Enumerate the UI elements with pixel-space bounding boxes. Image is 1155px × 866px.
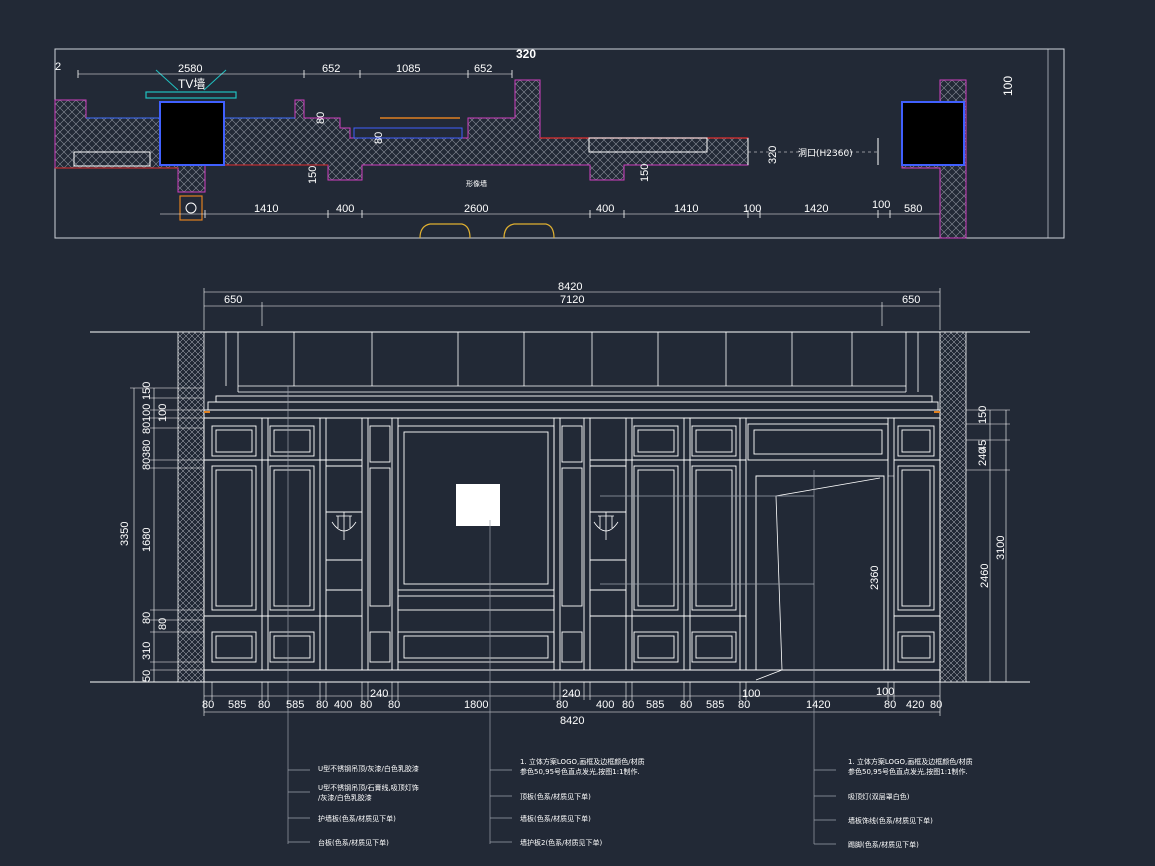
elev-right-dim-1: 150 (977, 406, 989, 424)
elev-top-side-left: 650 (224, 294, 242, 306)
note-col2-3: 顶板(色系/材质见下单) (520, 792, 591, 801)
elev-bottom-5: 80 (316, 699, 328, 711)
plan-column-right (901, 101, 965, 166)
elev-bottom-8: 80 (388, 699, 400, 711)
wall-sconces (331, 512, 619, 540)
note-col3-1: 1. 立体方案LOGO,画框及边框颜色/材质 (848, 757, 973, 766)
elev-bottom-17: 1420 (806, 699, 830, 711)
plan-view (54, 48, 1065, 239)
elev-left-total: 3350 (119, 522, 131, 546)
elevation-view (90, 288, 1030, 845)
note-col2-2: 参色50,95号色直点发光,按图1:1制作. (520, 767, 640, 776)
plan-bottom-dim-3: 2600 (464, 203, 488, 215)
note-col1-5: 台板(色系/材质见下单) (318, 838, 389, 847)
note-col1-3: /灰漆/白色乳胶漆 (318, 793, 372, 802)
plan-bottom-dim-9: 580 (904, 203, 922, 215)
plan-top-dim-1: 2580 (178, 63, 202, 75)
plan-right-big: 100 (1001, 76, 1015, 96)
elev-bottom-14: 80 (680, 699, 692, 711)
elev-bottom-upper-1: 240 (370, 688, 388, 700)
plan-top-dim-3: 1085 (396, 63, 420, 75)
elev-left-dim-5: 380 (141, 440, 153, 458)
plan-center-label: 形像墙 (466, 179, 487, 188)
elev-left-dim-11: 50 (141, 670, 153, 682)
plan-bottom-dim-1: 1410 (254, 203, 278, 215)
elev-bottom-15: 585 (706, 699, 724, 711)
elev-top-mid: 7120 (560, 294, 584, 306)
plan-bottom-dim-2: 400 (336, 203, 354, 215)
plan-bottom-dim-8: 100 (872, 199, 890, 211)
elev-left-dim-1: 150 (141, 382, 153, 400)
elev-bottom-1: 80 (202, 699, 214, 711)
elev-left-dim-3: 100 (157, 404, 169, 422)
plan-bottom-dim-6: 100 (743, 203, 761, 215)
elev-bottom-11: 400 (596, 699, 614, 711)
elev-left-dim-10: 310 (141, 642, 153, 660)
plan-tv-label: TV墙 (178, 77, 205, 91)
elev-bottom-7: 80 (360, 699, 372, 711)
elevation-wall-left (177, 331, 205, 683)
elev-right-dim-5: 2460 (979, 564, 991, 588)
elev-bottom-6: 400 (334, 699, 352, 711)
plan-top-small: 320 (516, 47, 536, 61)
elev-right-dim-4: 3100 (995, 536, 1007, 560)
elev-bottom-upper-4: 100 (876, 686, 894, 698)
elev-bottom-2: 585 (228, 699, 246, 711)
note-col2-4: 墙板(色系/材质见下单) (520, 814, 591, 823)
elev-right-dim-2: 45 (977, 440, 989, 452)
elev-top-side-right: 650 (902, 294, 920, 306)
elev-bottom-20: 80 (930, 699, 942, 711)
elev-top-total: 8420 (558, 281, 582, 293)
note-col3-2: 参色50,95号色直点发光,按图1:1制作. (848, 767, 968, 776)
plan-vlabel-1: 80 (315, 112, 327, 124)
elev-left-dim-2: 100 (141, 404, 153, 422)
plan-top-dim-2: 652 (322, 63, 340, 75)
elev-bottom-16: 80 (738, 699, 750, 711)
elev-left-dim-6: 80 (141, 458, 153, 470)
plan-bottom-dim-5: 1410 (674, 203, 698, 215)
plan-vlabel-3: 150 (307, 166, 319, 184)
elevation-wall-right (939, 331, 967, 683)
elev-bottom-3: 80 (258, 699, 270, 711)
elev-bottom-4: 585 (286, 699, 304, 711)
elev-left-dim-8: 80 (141, 612, 153, 624)
elev-right-dim-3: 240 (977, 448, 989, 466)
plan-vlabel-4: 150 (639, 164, 651, 182)
plan-vlabel-5: 320 (767, 146, 779, 164)
elev-bottom-10: 80 (556, 699, 568, 711)
elev-bottom-13: 585 (646, 699, 664, 711)
elev-bottom-12: 80 (622, 699, 634, 711)
plan-pillar-marker (179, 195, 203, 221)
plan-column-left (159, 101, 225, 166)
note-col1-4: 护墙板(色系/材质见下单) (318, 814, 396, 823)
elev-bottom-upper-2: 240 (562, 688, 580, 700)
elev-bottom-9: 1800 (464, 699, 488, 711)
plan-opening-label: 洞口(H2360) (798, 148, 853, 159)
note-col1-1: U型不锈钢吊顶/灰漆/白色乳胶漆 (318, 764, 419, 773)
elev-bottom-19: 420 (906, 699, 924, 711)
note-col2-5: 墙护板2(色系/材质见下单) (520, 838, 603, 847)
logo-placeholder (456, 484, 500, 526)
plan-bottom-dim-4: 400 (596, 203, 614, 215)
note-col3-4: 墙板饰线(色系/材质见下单) (848, 816, 933, 825)
note-col1-2: U型不锈钢吊顶/石膏线,吸顶灯饰 (318, 783, 419, 792)
elevation-panels (203, 417, 941, 683)
elev-left-dim-4: 80 (141, 422, 153, 434)
elev-bottom-total: 8420 (560, 715, 584, 727)
plan-top-dim-4: 652 (474, 63, 492, 75)
elev-left-dim-9: 80 (157, 618, 169, 630)
plan-bottom-dim-7: 1420 (804, 203, 828, 215)
note-col2-1: 1. 立体方案LOGO,画框及边框颜色/材质 (520, 757, 645, 766)
elev-bottom-18: 80 (884, 699, 896, 711)
note-col3-3: 吸顶灯(双层罩白色) (848, 792, 910, 801)
plan-vlabel-2: 80 (373, 132, 385, 144)
elev-bottom-upper-3: 100 (742, 688, 760, 700)
plan-edge-left: 2 (55, 61, 61, 73)
note-col3-5: 踢脚(色系/材质见下单) (848, 840, 919, 849)
elev-door-height: 2360 (869, 566, 881, 590)
elev-left-dim-7: 1680 (141, 528, 153, 552)
